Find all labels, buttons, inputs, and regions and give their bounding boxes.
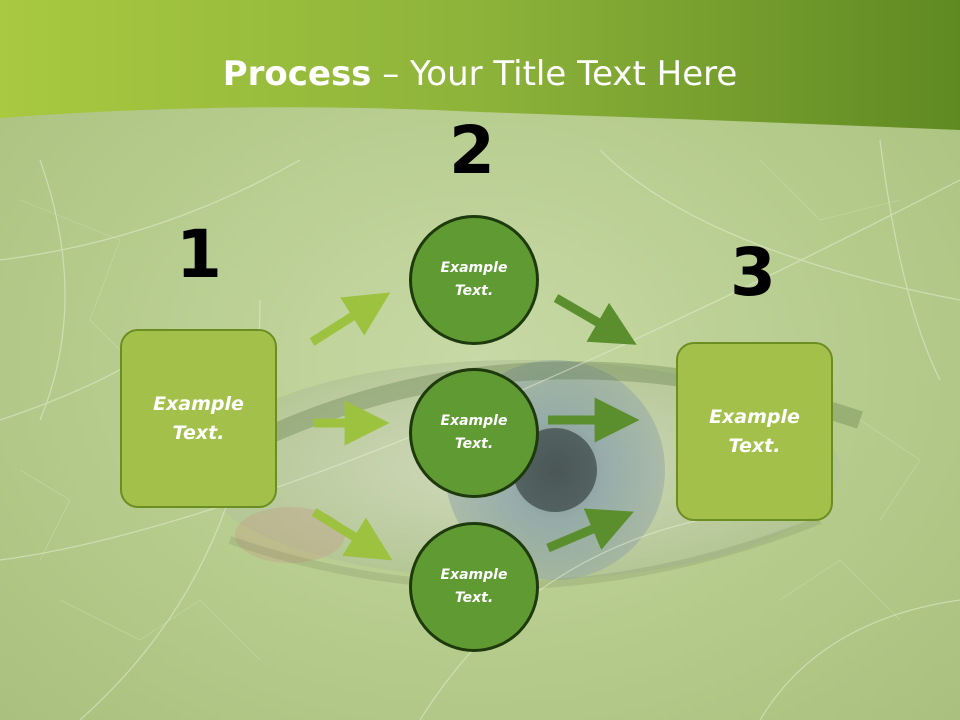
step-3-line2: Text. — [728, 434, 781, 457]
title-bold: Process — [222, 54, 372, 94]
step-3-box[interactable]: Example Text. — [676, 342, 833, 521]
title-rest: – Your Title Text Here — [371, 54, 738, 94]
circle-1[interactable]: Example Text. — [409, 215, 539, 345]
circle-1-line1: Example — [440, 260, 508, 276]
circle-1-line2: Text. — [454, 283, 494, 299]
step-1-line1: Example — [153, 392, 244, 415]
arrow-box1-to-circle3 — [311, 508, 393, 561]
header-banner — [0, 0, 960, 130]
arrow-circle3-to-box3 — [546, 508, 634, 553]
step-number-3: 3 — [730, 234, 776, 311]
circle-2-line2: Text. — [454, 436, 494, 452]
page-title: Process – Your Title Text Here — [0, 52, 960, 96]
circle-2[interactable]: Example Text. — [409, 368, 539, 498]
step-number-1: 1 — [176, 216, 222, 293]
circle-3[interactable]: Example Text. — [409, 522, 539, 652]
circle-3-line1: Example — [440, 567, 508, 583]
arrow-box1-to-circle1 — [309, 292, 391, 346]
circle-2-line1: Example — [440, 413, 508, 429]
circle-3-line2: Text. — [454, 590, 494, 606]
step-number-2: 2 — [449, 112, 495, 189]
step-1-box[interactable]: Example Text. — [120, 329, 277, 508]
step-3-line1: Example — [709, 405, 800, 428]
step-1-line2: Text. — [172, 421, 225, 444]
arrow-circle1-to-box3 — [553, 294, 637, 345]
